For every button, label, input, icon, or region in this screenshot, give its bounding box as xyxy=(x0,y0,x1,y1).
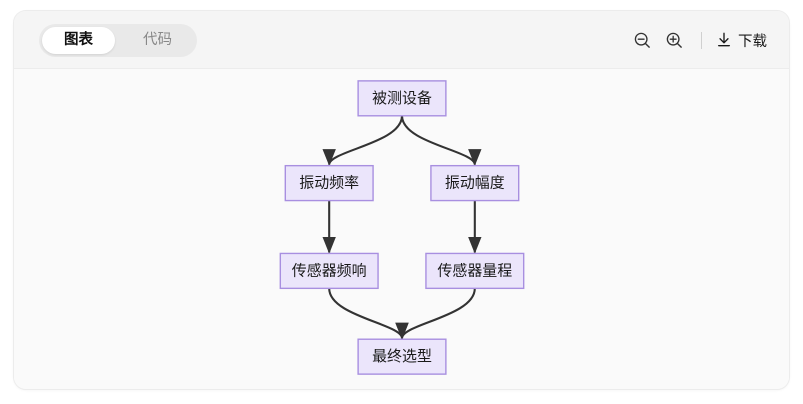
flow-node[interactable]: 传感器频响 xyxy=(279,252,379,290)
diagram-card: 图表 代码 xyxy=(13,10,790,390)
node-box xyxy=(357,338,447,375)
edge-n5-to-n6 xyxy=(395,288,476,340)
flow-node[interactable]: 最终选型 xyxy=(357,338,447,375)
download-label: 下载 xyxy=(738,33,767,50)
tab-chart[interactable]: 图表 xyxy=(42,27,115,54)
download-icon xyxy=(718,32,730,47)
view-mode-tabs: 图表 代码 xyxy=(39,24,197,57)
download-button[interactable]: 下载 xyxy=(713,27,771,54)
header-toolbar: 下载 xyxy=(626,25,771,55)
node-label: 振动幅度 xyxy=(445,175,505,192)
edge-n4-to-n6 xyxy=(328,288,409,340)
node-label: 振动频率 xyxy=(299,175,359,192)
node-box xyxy=(279,252,379,290)
node-box xyxy=(357,80,447,117)
toolbar-divider xyxy=(701,31,702,49)
node-box xyxy=(430,164,520,202)
node-label: 传感器量程 xyxy=(437,262,512,279)
zoom-in-icon xyxy=(666,32,682,48)
flow-node[interactable]: 传感器量程 xyxy=(425,252,525,290)
node-box xyxy=(425,252,525,290)
flow-node[interactable]: 被测设备 xyxy=(357,80,447,117)
flow-node[interactable]: 振动频率 xyxy=(284,164,374,202)
flow-node[interactable]: 振动幅度 xyxy=(430,164,520,202)
zoom-out-button[interactable] xyxy=(626,25,658,55)
tab-code[interactable]: 代码 xyxy=(143,32,172,48)
node-box xyxy=(284,164,374,202)
node-label: 被测设备 xyxy=(372,90,432,107)
zoom-in-button[interactable] xyxy=(658,25,690,55)
edge-n1-to-n2 xyxy=(322,115,404,166)
diagram-canvas[interactable]: 被测设备振动频率 振动幅度传感器频响 传感器量程最终选型 xyxy=(14,69,789,389)
zoom-out-icon xyxy=(634,32,650,48)
node-label: 传感器频响 xyxy=(292,262,367,279)
edges-layer xyxy=(322,115,482,340)
node-label: 最终选型 xyxy=(372,348,432,365)
edge-n1-to-n3 xyxy=(400,115,482,166)
card-header: 图表 代码 xyxy=(14,11,789,69)
